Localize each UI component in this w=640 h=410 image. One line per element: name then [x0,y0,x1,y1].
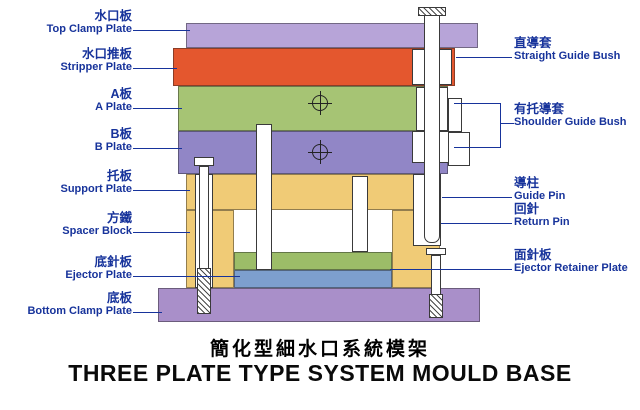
leader-return-pin [441,223,512,224]
support-pillar [352,176,368,252]
leader-ejector-retainer-plate [390,269,512,270]
label-return-pin: 回針 Return Pin [514,202,638,229]
leader-a-plate [133,108,182,109]
return-pin-left-head [194,157,214,166]
label-shoulder-guide-bush: 有托導套 Shoulder Guide Bush [514,102,638,129]
label-zh: 底板 [106,291,132,305]
leader-ejector-plate [133,276,240,277]
label-zh: 直導套 [514,36,552,50]
label-en: Top Clamp Plate [46,23,132,36]
label-en: Stripper Plate [60,61,132,74]
return-pin-screw [429,294,443,318]
shoulder-bush-edge-lower [448,132,470,166]
guide-pin-shaft [424,15,440,243]
leader-spacer-block [133,232,190,233]
label-en: B Plate [94,141,132,154]
plate-ejector-retainer [234,252,392,270]
label-zh: 有托導套 [514,102,565,116]
plate-bottom-clamp [158,288,480,322]
label-en: Support Plate [60,183,132,196]
label-zh: 水口板 [94,9,132,23]
label-zh: 方鐵 [106,211,132,225]
label-zh: B板 [110,127,132,141]
leader-stripper-plate [133,68,177,69]
diagram-title-english: THREE PLATE TYPE SYSTEM MOULD BASE [68,360,572,386]
screw-symbol-icon [308,91,332,115]
leader-straight-guide-bush [456,57,512,58]
leader-b-plate [133,148,182,149]
label-b-plate: B板 B Plate [2,127,132,154]
plate-support [186,174,440,210]
return-pin-head [426,248,446,255]
bracket-tick-top [454,103,500,104]
bracket-stem [500,123,514,124]
label-en: Guide Pin [514,190,566,203]
label-ejector-retainer-plate: 面針板 Ejector Retainer Plate [514,248,638,275]
label-ejector-plate: 底針板 Ejector Plate [2,255,132,282]
label-straight-guide-bush: 直導套 Straight Guide Bush [514,36,638,63]
plate-stripper [173,48,455,86]
label-en: Ejector Plate [65,269,132,282]
label-en: Return Pin [514,216,570,229]
label-en: A Plate [95,101,132,114]
label-bottom-clamp-plate: 底板 Bottom Clamp Plate [2,291,132,318]
plate-a [178,86,448,131]
label-a-plate: A板 A Plate [2,87,132,114]
label-guide-pin: 導柱 Guide Pin [514,176,638,203]
label-zh: 底針板 [94,255,132,269]
label-zh: 導柱 [514,176,540,190]
label-en: Spacer Block [62,225,132,238]
label-zh: 水口推板 [81,47,132,61]
label-zh: 托板 [106,169,132,183]
label-spacer-block: 方鐵 Spacer Block [2,211,132,238]
label-en: Straight Guide Bush [514,50,621,63]
label-zh: 回針 [514,202,540,216]
label-zh: A板 [110,87,132,101]
ejector-guide-pillar [256,124,272,270]
bracket-vertical [500,103,501,148]
screw-symbol-icon [308,140,332,164]
diagram-title-chinese: 簡化型細水口系統模架 [209,339,430,360]
leader-support-plate [133,190,190,191]
bracket-tick-bottom [454,147,500,148]
plate-ejector [234,270,392,288]
label-en: Bottom Clamp Plate [27,305,132,318]
label-support-plate: 托板 Support Plate [2,169,132,196]
shoulder-bush-edge-upper [448,98,462,132]
label-top-clamp-plate: 水口板 Top Clamp Plate [2,9,132,36]
return-pin-left-screw [197,268,211,314]
leader-top-clamp-plate [133,30,190,31]
label-stripper-plate: 水口推板 Stripper Plate [2,47,132,74]
label-en: Shoulder Guide Bush [514,116,627,129]
leader-bottom-clamp-plate [133,312,162,313]
label-en: Ejector Retainer Plate [514,262,628,275]
leader-guide-pin [442,197,512,198]
label-zh: 面針板 [514,248,552,262]
